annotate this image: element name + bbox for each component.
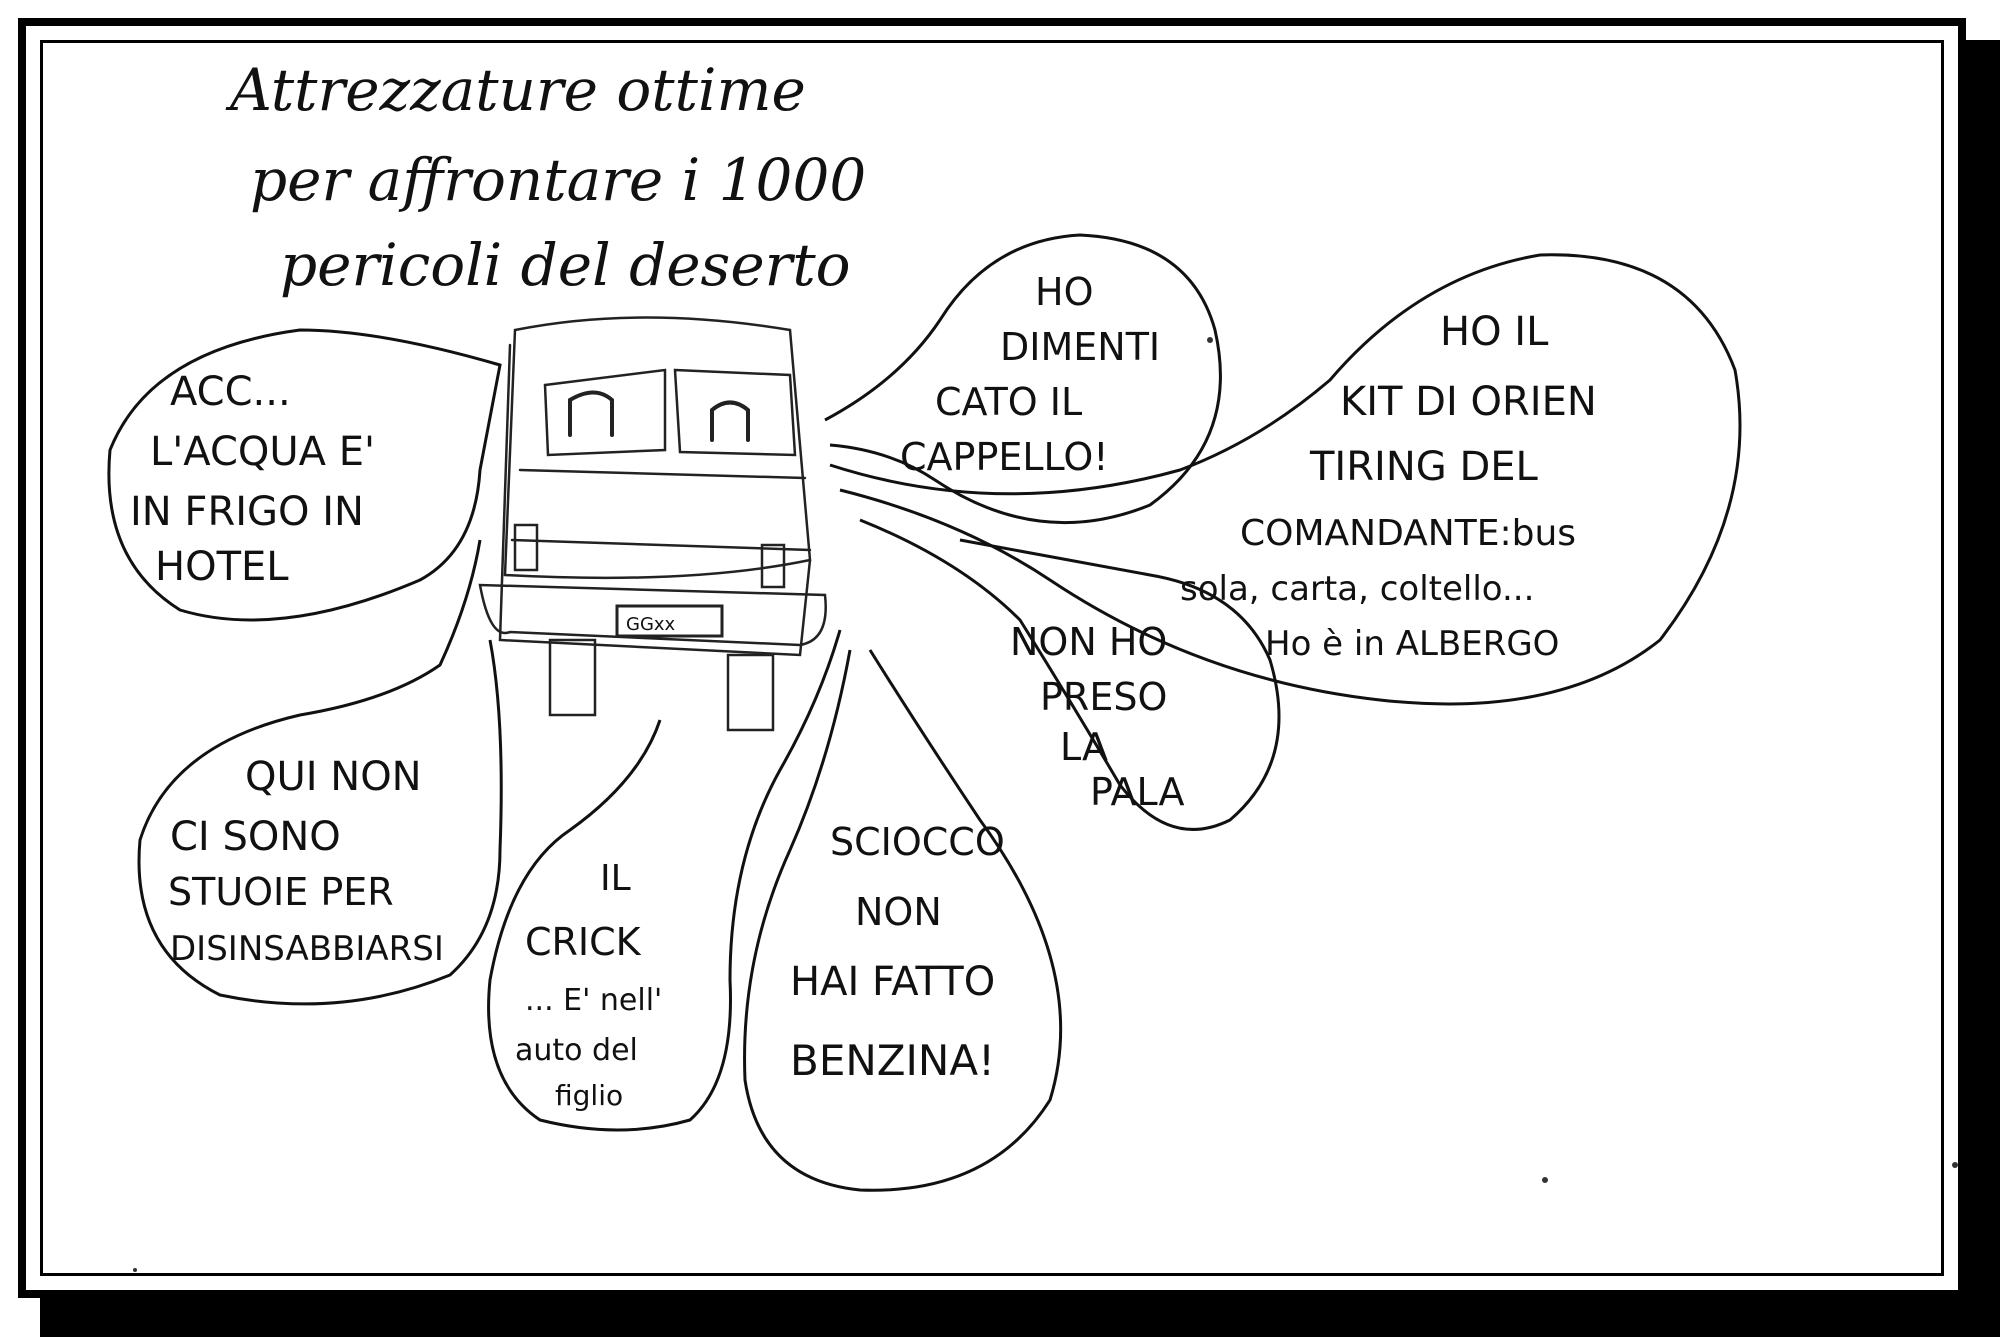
license-plate-text: GGxx [626,614,676,635]
jeep-wheel-left [548,638,597,717]
bubble-sand-ladders-outline [137,539,503,1006]
bubble-hat-line-1: HO [1035,270,1093,314]
bubble-fuel-line-2: NON [855,890,942,934]
bubble-fuel-line-1: SCIOCCO [830,820,1005,864]
bubble-fuel: SCIOCCO NON HAI FATTO BENZINA! [743,649,1063,1192]
bubble-orienteering-line-4: COMANDANTE:bus [1240,513,1576,554]
bubble-shovel-line-2: PRESO [1040,675,1167,719]
bubble-fuel-line-3: HAI FATTO [790,959,995,1005]
bubble-sand-ladders: QUI NON CI SONO STUOIE PER DISINSABBIARS… [137,539,503,1006]
bubble-orienteering-line-2: KIT DI ORIEN [1340,379,1597,425]
jeep-license-plate [615,604,724,638]
bubble-hat-line-2: DIMENTI [1000,325,1160,369]
bubble-jack-line-5: figlio [555,1079,623,1112]
bubble-sand-ladders-line-1: QUI NON [245,754,422,800]
title-line-3: pericoli del deserto [280,231,851,299]
bubble-sand-ladders-line-2: CI SONO [170,814,341,860]
bubble-shovel-outline [859,518,1281,831]
bubble-hat: HO DIMENTI CATO IL CAPPELLO! [824,233,1222,525]
bubble-jack-line-1: IL [600,858,631,899]
jeep-bumper [478,583,827,647]
jeep-wheel-right [726,653,775,732]
bubble-water: ACC... L'ACQUA E' IN FRIGO IN HOTEL [107,328,502,622]
jeep-headlight-left [513,523,539,572]
bubble-shovel-line-1: NON HO [1010,620,1167,664]
bubble-hat-line-4: CAPPELLO! [900,435,1109,479]
bubble-orienteering: HO IL KIT DI ORIEN TIRING DEL COMANDANTE… [829,253,1742,706]
jeep-windshield-right [673,368,797,457]
bubble-shovel-line-4: PALA [1090,770,1185,814]
bubble-fuel-line-4: BENZINA! [790,1036,995,1085]
jeep-body [498,343,812,657]
bubble-water-line-4: HOTEL [155,544,289,590]
bubble-hat-line-3: CATO IL [935,380,1082,424]
bubble-shovel: NON HO PRESO LA PALA [859,518,1281,831]
jeep-headlight-right [760,543,786,589]
bubble-water-line-1: ACC... [170,369,291,415]
bubble-sand-ladders-line-3: STUOIE PER [168,870,394,914]
bubble-jack-line-3: ... E' nell' [525,983,662,1018]
jeep-seat-left [568,390,614,437]
bubble-jack-outline [487,629,842,1132]
title-line-1: Attrezzature ottime [225,56,806,124]
bubble-jack-line-2: CRICK [525,920,642,964]
title-line-2: per affrontare i 1000 [250,146,866,214]
jeep-seat-right [710,400,750,442]
bubble-jack: IL CRICK ... E' nell' auto del figlio [487,629,842,1132]
paper-speckles [133,337,1958,1272]
bubble-fuel-outline [743,649,1063,1192]
bubble-water-line-3: IN FRIGO IN [130,489,364,535]
bubble-water-outline [107,328,502,622]
bubble-jack-line-4: auto del [515,1033,638,1068]
drawing-frame-inner-border [40,40,1944,1276]
bubble-water-line-2: L'ACQUA E' [150,429,375,475]
bubble-orienteering-line-6: Ho è in ALBERGO [1265,624,1559,664]
sketch-title: Attrezzature ottime per affrontare i 100… [225,56,866,299]
drawing-frame [18,18,1966,1298]
jeep-windshield-left [543,368,667,457]
jeep-cabin [503,316,812,580]
jeep-drawing [478,316,827,732]
bubble-hat-outline [824,233,1222,525]
bubble-orienteering-line-5: sola, carta, coltello... [1180,569,1534,609]
bubble-shovel-line-3: LA [1060,725,1108,769]
jeep-grille-lines [510,468,812,552]
bubble-orienteering-line-1: HO IL [1440,309,1549,355]
bubble-sand-ladders-line-4: DISINSABBIARSI [170,929,444,969]
bubble-orienteering-line-3: TIRING DEL [1309,444,1539,490]
bubble-orienteering-outline [829,253,1742,706]
